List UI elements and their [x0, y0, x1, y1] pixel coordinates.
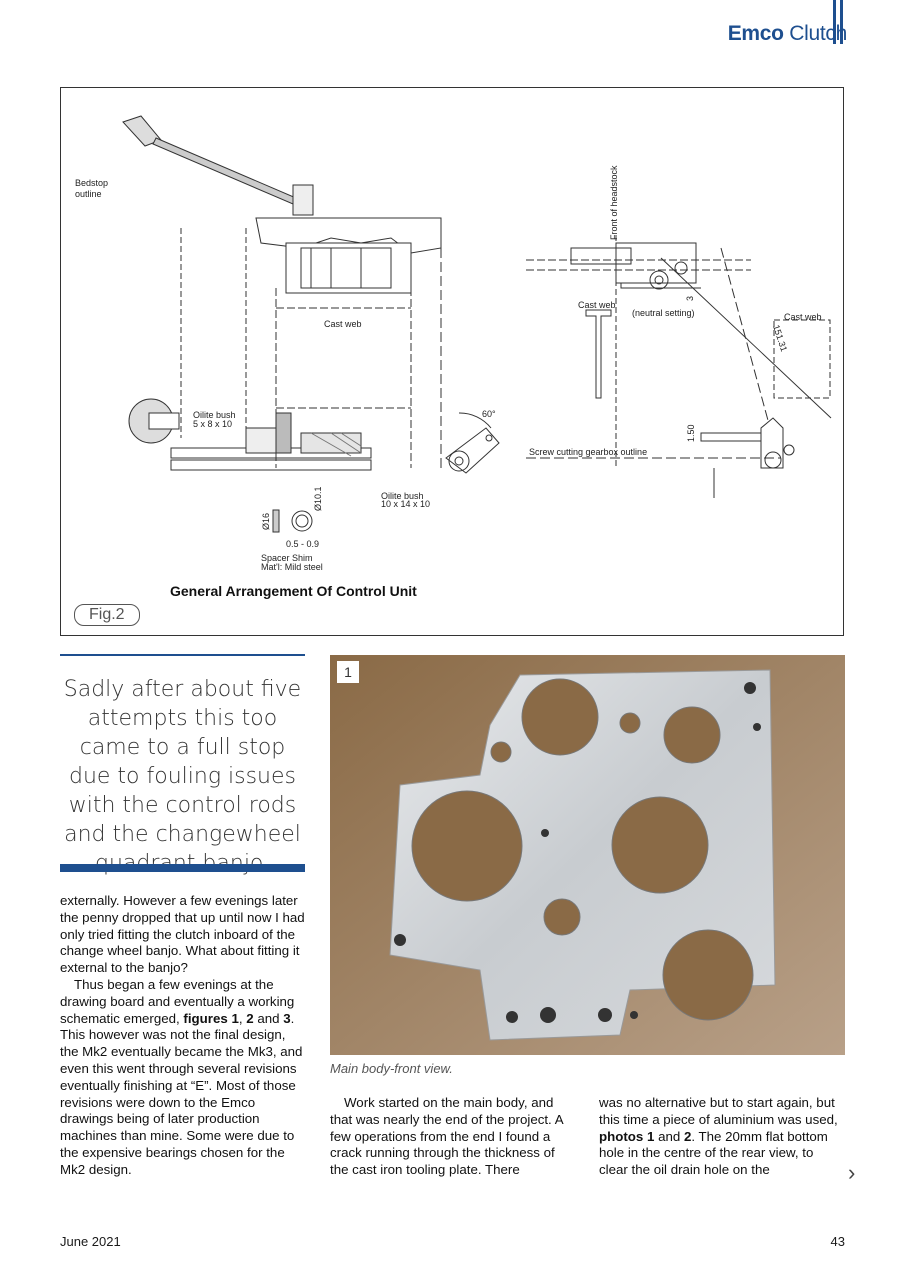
col2-paragraph-1: Work started on the main body, and that … — [330, 1095, 563, 1178]
label-gearbox: Screw cutting gearbox outline — [529, 447, 647, 457]
col1-paragraph-2: Thus began a few evenings at the drawing… — [60, 976, 303, 1177]
footer-date: June 2021 — [60, 1234, 121, 1249]
photo-1 — [330, 655, 845, 1055]
photoref-2: 2 — [683, 1128, 692, 1144]
photo-number: 1 — [337, 661, 359, 683]
column-1: externally. However a few evenings later… — [60, 893, 307, 1179]
label-dia16: Ø16 — [261, 513, 271, 530]
chevron-right-icon[interactable]: › — [848, 1160, 856, 1185]
label-cast-web-right: Cast web — [784, 312, 822, 322]
photo-caption: Main body-front view. — [330, 1061, 453, 1076]
pullquote-rule-bottom — [60, 864, 305, 872]
pullquote: Sadly after about five attempts this too… — [63, 677, 302, 876]
figref-1: figures 1 — [183, 1010, 239, 1026]
column-2: Work started on the main body, and that … — [330, 1095, 565, 1179]
label-cast-web-left: Cast web — [324, 319, 362, 329]
label-oilite-large: Oilite bush — [381, 491, 424, 501]
label-shim-range: 0.5 - 0.9 — [286, 539, 319, 549]
running-header: Emco Clutch — [727, 22, 848, 46]
header-brand: Emco — [727, 22, 784, 45]
label-shim-title: Spacer Shim — [261, 553, 313, 563]
label-angle: 60° — [482, 409, 496, 419]
pullquote-rule-top — [60, 654, 305, 656]
header-bars — [833, 0, 847, 44]
figure-2: Bedstop outline Cast web Oilite bush 5 x… — [60, 87, 844, 636]
figure-title: General Arrangement Of Control Unit — [170, 583, 417, 599]
figref-2: 2 — [246, 1010, 254, 1026]
figure-tag: Fig.2 — [74, 604, 140, 626]
label-cast-web-mid: Cast web — [578, 300, 616, 310]
col1-paragraph-1: externally. However a few evenings later… — [60, 893, 305, 976]
label-oilite-small-size: 5 x 8 x 10 — [193, 419, 232, 429]
photoref-1: photos 1 — [599, 1128, 655, 1144]
label-three: 3 — [685, 296, 695, 301]
label-shim-mat: Mat'l: Mild steel — [261, 562, 323, 572]
label-150: 1.50 — [686, 424, 696, 442]
label-dia10: Ø10.1 — [313, 486, 323, 511]
page-number: 43 — [830, 1234, 845, 1249]
control-unit-drawing: Bedstop outline Cast web Oilite bush 5 x… — [75, 115, 832, 599]
col3-paragraph-1: was no alternative but to start again, b… — [599, 1095, 838, 1178]
label-neutral: (neutral setting) — [632, 308, 695, 318]
label-front-headstock: Front of headstock — [609, 165, 619, 240]
header-section: Clutch — [789, 22, 847, 45]
label-bedstop: Bedstop — [75, 178, 108, 188]
column-3: was no alternative but to start again, b… — [599, 1095, 839, 1179]
figref-3: 3 — [283, 1010, 291, 1026]
label-oilite-small: Oilite bush — [193, 410, 236, 420]
label-bedstop-outline: outline — [75, 189, 102, 199]
label-oilite-large-size: 10 x 14 x 10 — [381, 499, 430, 509]
